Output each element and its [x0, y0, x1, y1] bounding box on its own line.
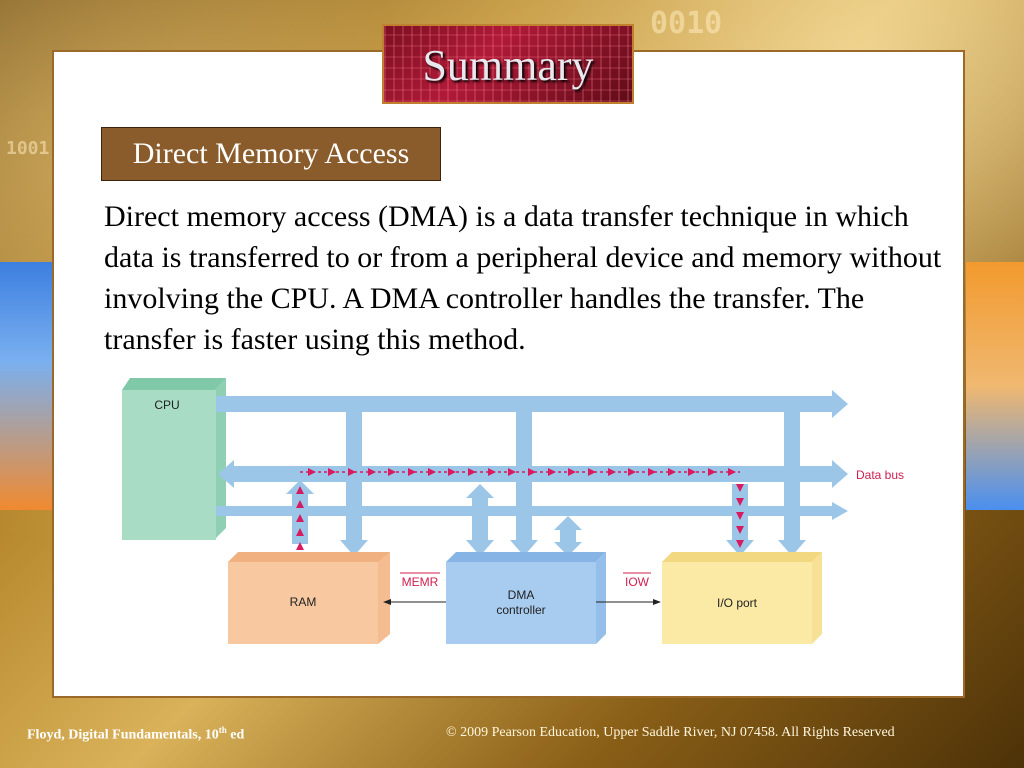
io-port-label: I/O port: [717, 596, 758, 610]
footer-citation-suffix: ed: [227, 728, 245, 743]
footer-citation: Floyd, Digital Fundamentals, 10th ed: [27, 725, 244, 744]
dma-control-link: [554, 516, 582, 556]
memr-label: MEMR: [402, 575, 439, 589]
cpu-block: CPU: [122, 378, 226, 540]
cpu-label: CPU: [154, 398, 179, 412]
memr-control-line: MEMR: [384, 573, 446, 602]
footer-copyright: © 2009 Pearson Education, Upper Saddle R…: [446, 725, 895, 741]
ram-label: RAM: [290, 595, 317, 609]
data-bus: [218, 460, 848, 488]
dma-data-link: [466, 484, 494, 556]
data-bus-label: Data bus: [856, 468, 904, 482]
ram-block: RAM: [228, 552, 390, 644]
bus-drop-dma: [510, 412, 538, 556]
footer-citation-sup: th: [219, 725, 227, 735]
bus-drop-io: [778, 412, 806, 556]
dma-label-line1: DMA: [508, 588, 535, 602]
dma-controller-block: DMA controller: [446, 552, 606, 644]
iow-label: IOW: [625, 575, 650, 589]
bus-drop-ram: [340, 412, 368, 556]
dma-label-line2: controller: [496, 603, 545, 617]
io-port-block: I/O port: [662, 552, 822, 644]
footer-citation-text: Floyd, Digital Fundamentals, 10: [27, 728, 219, 743]
